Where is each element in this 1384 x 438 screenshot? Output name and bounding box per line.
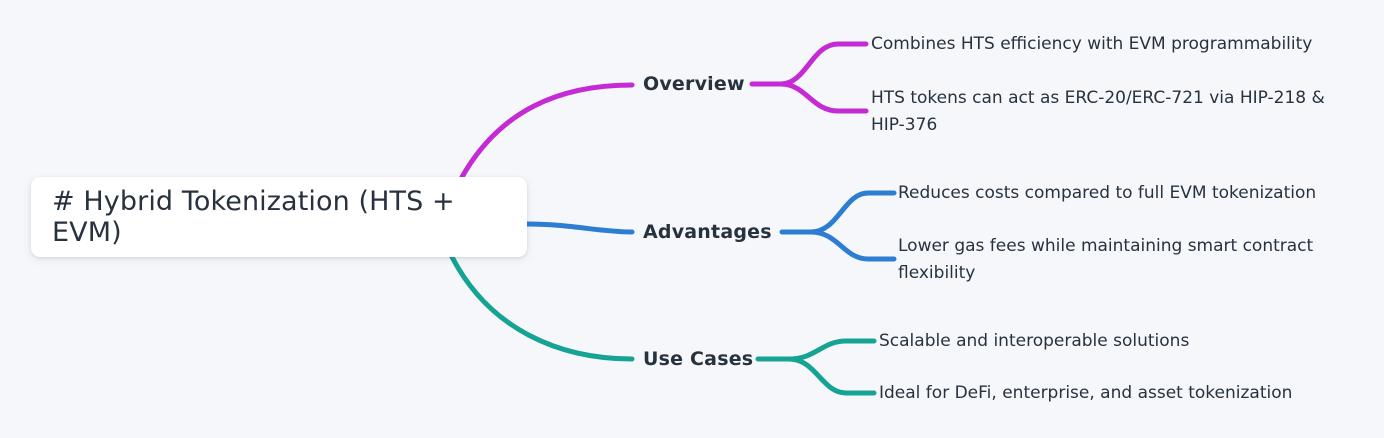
edge-advantages-to-child-2	[808, 229, 897, 262]
edge-use-cases-to-child-2	[786, 356, 877, 396]
root-node[interactable]: # Hybrid Tokenization (HTS + EVM)	[31, 177, 527, 257]
edge-root-to-advantages	[524, 221, 635, 235]
leaf-use-cases-1[interactable]: Scalable and interoperable solutions	[879, 331, 1190, 351]
leaf-advantages-1[interactable]: Reduces costs compared to full EVM token…	[898, 183, 1317, 203]
leaf-overview-2[interactable]: HTS tokens can act as ERC-20/ERC-721 via…	[871, 88, 1325, 135]
edge-advantages-to-child-1	[808, 190, 897, 235]
branch-label-advantages[interactable]: Advantages	[643, 221, 772, 243]
leaf-overview-1[interactable]: Combines HTS efficiency with EVM program…	[871, 34, 1313, 54]
branch-label-overview[interactable]: Overview	[643, 73, 745, 95]
edge-overview-to-child-1	[778, 41, 869, 87]
branch-label-use-cases[interactable]: Use Cases	[643, 348, 754, 370]
leaf-use-cases-2[interactable]: Ideal for DeFi, enterprise, and asset to…	[879, 383, 1293, 403]
root-node-label: # Hybrid Tokenization (HTS + EVM)	[52, 186, 455, 248]
leaf-advantages-2[interactable]: Lower gas fees while maintaining smart c…	[898, 236, 1314, 283]
edge-overview-to-child-2	[778, 81, 869, 114]
edge-root-to-use-cases	[449, 254, 635, 362]
edge-use-cases-to-child-1	[786, 338, 877, 362]
edge-root-to-overview	[459, 82, 635, 180]
